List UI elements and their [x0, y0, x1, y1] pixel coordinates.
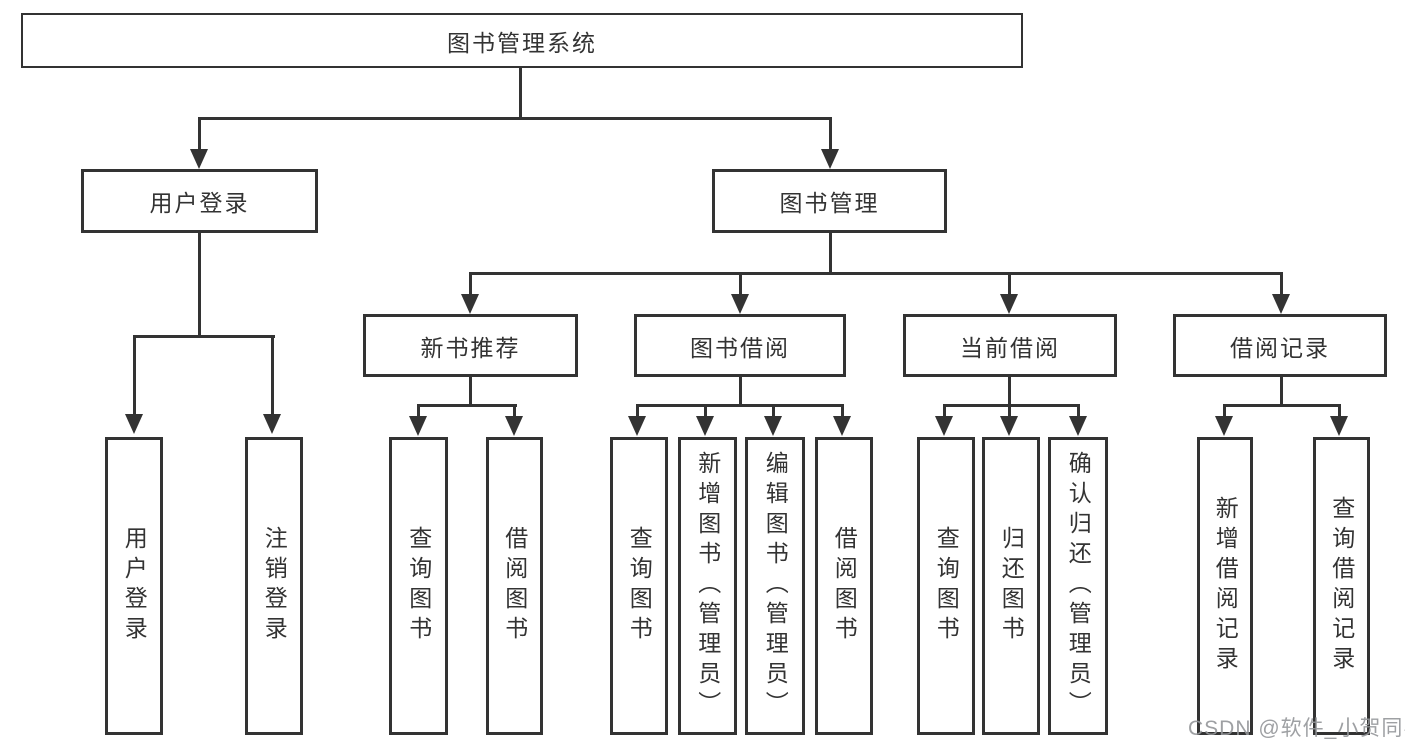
line [1008, 377, 1011, 404]
node-borrowing-records-label: 借阅记录 [1230, 334, 1330, 361]
node-root: 图书管理系统 [21, 13, 1023, 68]
line [198, 233, 201, 337]
leaf-label: 查询图书 [933, 526, 960, 646]
node-book-management: 图书管理 [712, 169, 947, 233]
line [469, 377, 472, 406]
arrowhead-icon [935, 416, 953, 436]
arrowhead-icon [696, 416, 714, 436]
line [636, 407, 639, 416]
node-root-label: 图书管理系统 [447, 29, 597, 56]
arrowhead-icon [731, 294, 749, 314]
node-book-borrowing: 图书借阅 [634, 314, 846, 377]
arrowhead-icon [1215, 416, 1233, 436]
node-borrowing-records: 借阅记录 [1173, 314, 1387, 377]
line [1280, 275, 1283, 295]
arrowhead-icon [1000, 416, 1018, 436]
leaf-label: 查询图书 [626, 526, 653, 646]
arrowhead-icon [263, 414, 281, 434]
node-new-book-recommend: 新书推荐 [363, 314, 578, 377]
leaf-label: 新增图书（管理员） [694, 451, 721, 721]
line [636, 404, 844, 407]
leaf-label: 注销登录 [261, 526, 288, 646]
node-user-login: 用户登录 [81, 169, 318, 233]
arrowhead-icon [461, 294, 479, 314]
leaf-borrow-books: 借阅图书 [815, 437, 873, 735]
leaf-label: 查询借阅记录 [1328, 496, 1355, 676]
arrowhead-icon [833, 416, 851, 436]
leaf-label: 确认归还（管理员） [1065, 451, 1092, 721]
node-book-borrowing-label: 图书借阅 [690, 334, 790, 361]
arrowhead-icon [190, 149, 208, 169]
arrowhead-icon [1000, 294, 1018, 314]
line [739, 377, 742, 404]
line [1223, 404, 1341, 407]
node-current-borrowing: 当前借阅 [903, 314, 1117, 377]
line [1008, 275, 1011, 295]
line [1280, 377, 1283, 404]
leaf-label: 编辑图书（管理员） [762, 451, 789, 721]
line [417, 407, 420, 416]
line [133, 335, 275, 338]
line [198, 120, 201, 150]
line [704, 407, 707, 416]
node-current-borrowing-label: 当前借阅 [960, 334, 1060, 361]
arrowhead-icon [1272, 294, 1290, 314]
leaf-confirm-return-admin: 确认归还（管理员） [1048, 437, 1108, 735]
line [519, 68, 522, 120]
arrowhead-icon [764, 416, 782, 436]
leaf-label: 借阅图书 [831, 526, 858, 646]
line [469, 275, 472, 295]
line [829, 120, 832, 150]
leaf-query-books-borrowing: 查询图书 [610, 437, 668, 735]
arrowhead-icon [628, 416, 646, 436]
line [417, 404, 517, 407]
arrowhead-icon [1330, 416, 1348, 436]
node-book-management-label: 图书管理 [779, 190, 880, 216]
arrowhead-icon [1069, 416, 1087, 436]
node-new-book-recommend-label: 新书推荐 [420, 334, 521, 361]
leaf-query-books-current: 查询图书 [917, 437, 975, 735]
leaf-query-borrow-record: 查询借阅记录 [1313, 437, 1370, 735]
line [271, 338, 274, 414]
line [1077, 407, 1080, 416]
line [133, 338, 136, 414]
leaf-query-books-recommend: 查询图书 [389, 437, 448, 735]
leaf-label: 借阅图书 [501, 526, 528, 646]
leaf-user-login: 用户登录 [105, 437, 163, 735]
line [829, 233, 832, 274]
arrowhead-icon [505, 416, 523, 436]
line [1008, 407, 1011, 416]
leaf-borrow-books-recommend: 借阅图书 [486, 437, 543, 735]
line [469, 272, 1283, 275]
leaf-add-book-admin: 新增图书（管理员） [678, 437, 737, 735]
leaf-edit-book-admin: 编辑图书（管理员） [745, 437, 805, 735]
line [1223, 407, 1226, 416]
line [943, 404, 1080, 407]
leaf-add-borrow-record: 新增借阅记录 [1197, 437, 1253, 735]
line [739, 275, 742, 295]
line [943, 407, 946, 416]
arrowhead-icon [821, 149, 839, 169]
arrowhead-icon [409, 416, 427, 436]
line [772, 407, 775, 416]
leaf-label: 归还图书 [998, 526, 1025, 646]
csdn-watermark: CSDN @软件_小贺同学 [1188, 717, 1405, 740]
line [198, 117, 832, 120]
line [513, 407, 516, 416]
leaf-logout: 注销登录 [245, 437, 303, 735]
leaf-label: 用户登录 [121, 526, 148, 646]
leaf-return-books: 归还图书 [982, 437, 1040, 735]
arrowhead-icon [125, 414, 143, 434]
line [1338, 407, 1341, 416]
leaf-label: 新增借阅记录 [1212, 496, 1239, 676]
line [841, 407, 844, 416]
node-user-login-label: 用户登录 [149, 190, 250, 216]
leaf-label: 查询图书 [405, 526, 432, 646]
